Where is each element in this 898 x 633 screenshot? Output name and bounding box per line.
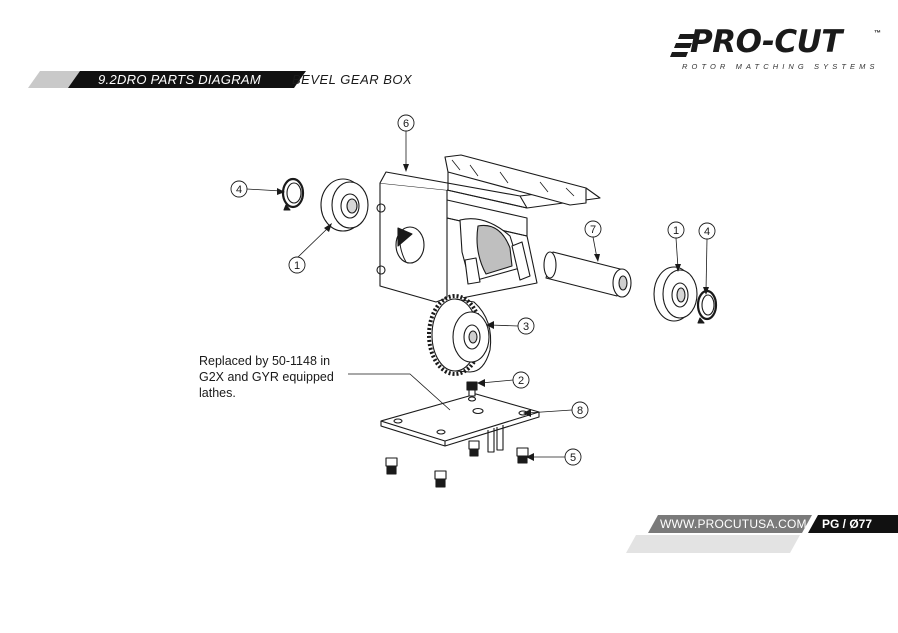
callout-4-right: 4 <box>698 222 716 240</box>
note-line: lathes. <box>199 386 236 400</box>
brand-name: PRO-CUT <box>690 24 842 60</box>
bearing-right <box>653 266 698 322</box>
leader-lines <box>246 131 708 458</box>
website-link[interactable]: WWW.PROCUTUSA.COM <box>660 517 807 531</box>
footer-gray-stripe <box>626 535 800 553</box>
callout-label: 1 <box>294 260 300 272</box>
callout-label: 3 <box>523 321 529 333</box>
header-black-tab: 9.2DRO PARTS DIAGRAM <box>68 71 306 88</box>
callout-5: 5 <box>564 448 582 466</box>
callout-4-left: 4 <box>230 180 248 198</box>
callout-7: 7 <box>584 220 602 238</box>
bolt-5d <box>434 470 447 488</box>
bolt-5b <box>516 447 529 464</box>
page-number: PG / Ø77 <box>822 517 873 531</box>
trademark-mark: ™ <box>874 30 881 37</box>
bevel-gear <box>427 294 492 376</box>
callout-6: 6 <box>397 114 415 132</box>
website-bar: WWW.PROCUTUSA.COM <box>648 515 812 533</box>
retaining-ring-right <box>696 289 718 324</box>
callout-3: 3 <box>517 317 535 335</box>
section-title: 9.2DRO PARTS DIAGRAM <box>98 72 261 87</box>
page-title: BEVEL GEAR BOX <box>292 72 413 87</box>
callout-1-left: 1 <box>288 256 306 274</box>
replacement-note: Replaced by 50-1148 in G2X and GYR equip… <box>199 353 359 401</box>
callout-label: 5 <box>570 452 576 464</box>
callout-label: 4 <box>236 184 242 196</box>
callout-2: 2 <box>512 371 530 389</box>
gear-box-housing <box>376 154 601 303</box>
callouts: 6 4 1 7 1 4 3 2 <box>230 114 716 466</box>
speed-lines-icon <box>670 34 696 57</box>
pro-cut-logo: PRO-CUT ™ ROTOR MATCHING SYSTEMS <box>670 24 884 74</box>
brand-tagline: ROTOR MATCHING SYSTEMS <box>682 62 879 71</box>
leader-arrowheads <box>277 164 709 461</box>
bolt-2 <box>466 381 478 397</box>
callout-label: 4 <box>704 226 710 238</box>
callout-label: 1 <box>673 225 679 237</box>
shaft <box>543 251 632 298</box>
callout-label: 2 <box>518 375 524 387</box>
retaining-ring-left <box>281 177 305 211</box>
bolt-5c <box>385 457 398 475</box>
note-line: G2X and GYR equipped <box>199 370 334 384</box>
callout-label: 6 <box>403 118 409 130</box>
callout-8: 8 <box>571 401 589 419</box>
page-number-bar: PG / Ø77 <box>808 515 898 533</box>
bolt-5a <box>468 440 480 457</box>
callout-label: 7 <box>590 224 596 236</box>
callout-1-right: 1 <box>667 221 685 239</box>
bearing-left <box>320 178 369 232</box>
mounting-plate <box>380 393 540 453</box>
callout-label: 8 <box>577 405 583 417</box>
note-line: Replaced by 50-1148 in <box>199 354 331 368</box>
